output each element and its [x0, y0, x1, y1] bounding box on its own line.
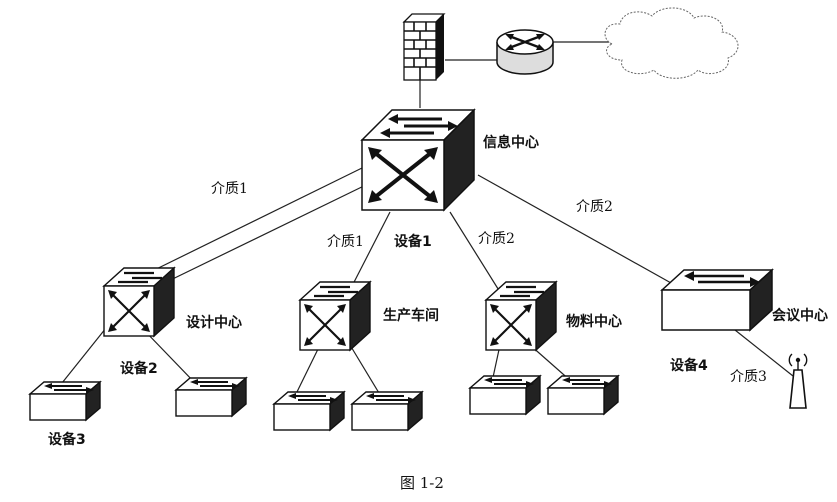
access-switch [469, 375, 541, 415]
core-switch-device-label: 设备1 [394, 233, 432, 250]
materials-switch [484, 280, 558, 352]
meeting-center-switch-icon [660, 268, 774, 332]
access-switch [29, 381, 101, 421]
design-center-switch-icon [102, 266, 176, 338]
switch-icon [273, 391, 345, 431]
switch-icon [29, 381, 101, 421]
materials-switch-icon [484, 280, 558, 352]
core-switch-label: 信息中心 [483, 134, 539, 151]
core-switch-icon [360, 108, 476, 212]
cloud-icon [604, 7, 739, 79]
access-switch [175, 377, 247, 417]
media-label-materials-link: 介质2 [478, 231, 515, 247]
media-label-design-link: 介质1 [211, 181, 248, 197]
meeting-center-label: 会议中心 [772, 307, 828, 324]
cloud [604, 7, 739, 79]
router [496, 29, 554, 75]
wireless-ap-icon [788, 353, 808, 409]
media-label-wireless-link: 介质3 [730, 369, 767, 385]
access-switch [351, 391, 423, 431]
access-switch [547, 375, 619, 415]
media-label-production-link: 介质1 [327, 234, 364, 250]
device3-label: 设备3 [48, 431, 86, 448]
switch-icon [547, 375, 619, 415]
access-switch [273, 391, 345, 431]
switch-icon [351, 391, 423, 431]
router-icon [496, 29, 554, 75]
core-switch [360, 108, 476, 212]
firewall [402, 13, 446, 81]
production-switch-icon [298, 280, 372, 352]
meeting-center-switch [660, 268, 774, 332]
meeting-center-device-label: 设备4 [670, 357, 708, 374]
production-label: 生产车间 [383, 307, 439, 324]
design-center-device-label: 设备2 [120, 360, 158, 377]
production-switch [298, 280, 372, 352]
design-center-switch [102, 266, 176, 338]
materials-label: 物料中心 [566, 313, 622, 330]
switch-icon [469, 375, 541, 415]
firewall-icon [402, 13, 446, 81]
switch-icon [175, 377, 247, 417]
network-links [57, 41, 794, 399]
wireless-ap [788, 353, 808, 409]
figure-caption: 图 1-2 [400, 474, 444, 492]
design-center-label: 设计中心 [186, 314, 242, 331]
media-label-meeting-link: 介质2 [576, 199, 613, 215]
